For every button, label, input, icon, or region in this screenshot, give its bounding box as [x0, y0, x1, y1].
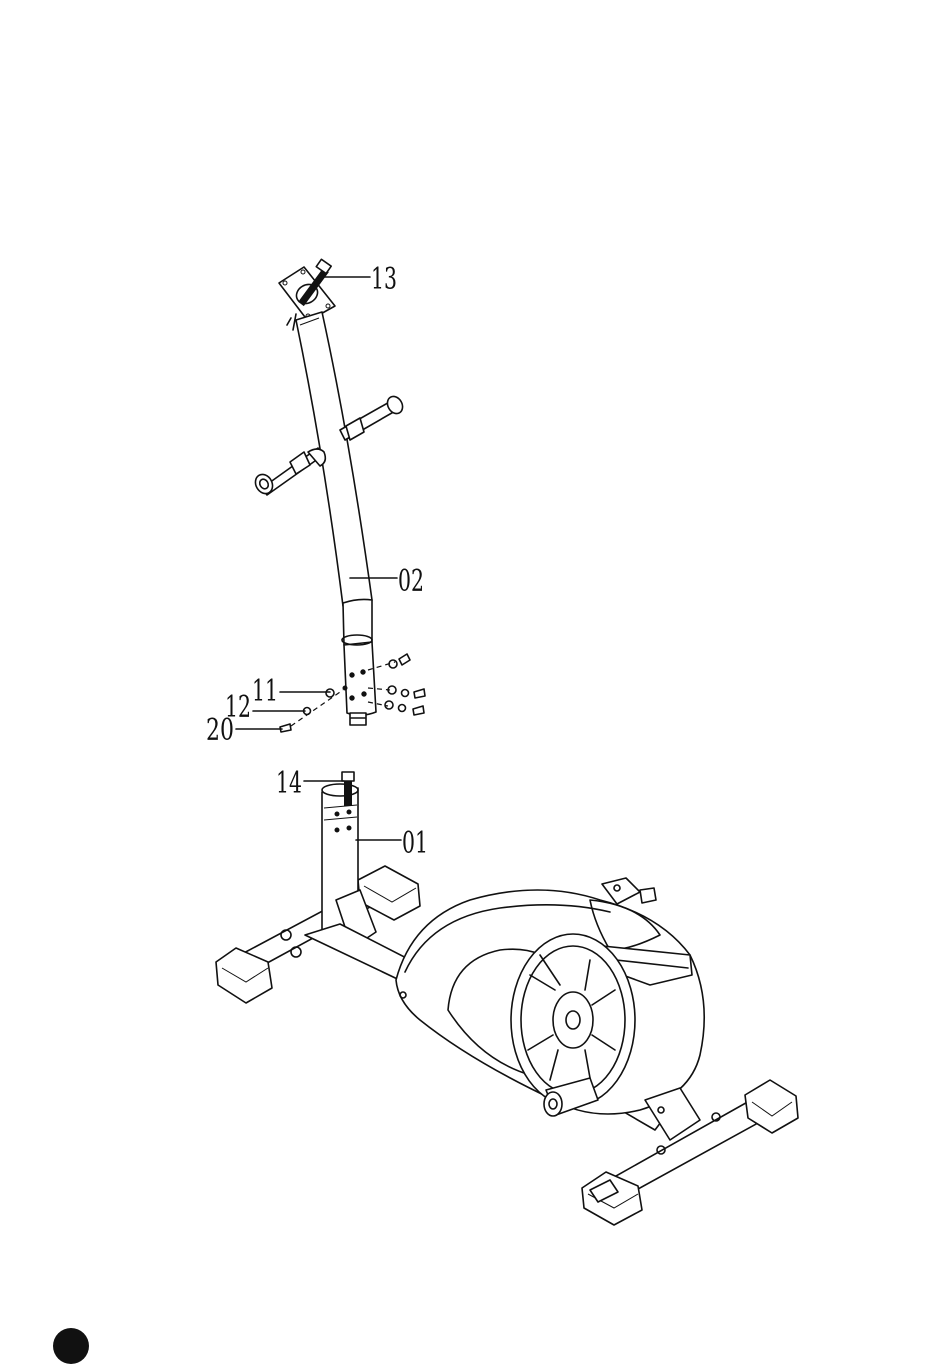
main-frame-assembly — [216, 772, 798, 1225]
callout-11: 11 — [252, 674, 330, 709]
fasteners-right — [368, 654, 425, 715]
callout-13: 13 — [322, 262, 397, 297]
rear-mount — [602, 878, 656, 904]
page-number-marker — [53, 1328, 89, 1364]
callout-label-11: 11 — [252, 674, 278, 709]
callout-label-14: 14 — [276, 766, 302, 801]
callout-label-13: 13 — [371, 262, 397, 297]
callout-label-20: 20 — [206, 713, 234, 748]
crank-disc — [511, 934, 635, 1106]
callout-label-01: 01 — [402, 826, 428, 861]
lower-post — [322, 784, 376, 948]
upper-post-assembly — [252, 259, 405, 725]
upper-post-tube — [296, 312, 376, 725]
callout-label-02: 02 — [398, 564, 424, 599]
callout-01: 01 — [356, 826, 428, 861]
